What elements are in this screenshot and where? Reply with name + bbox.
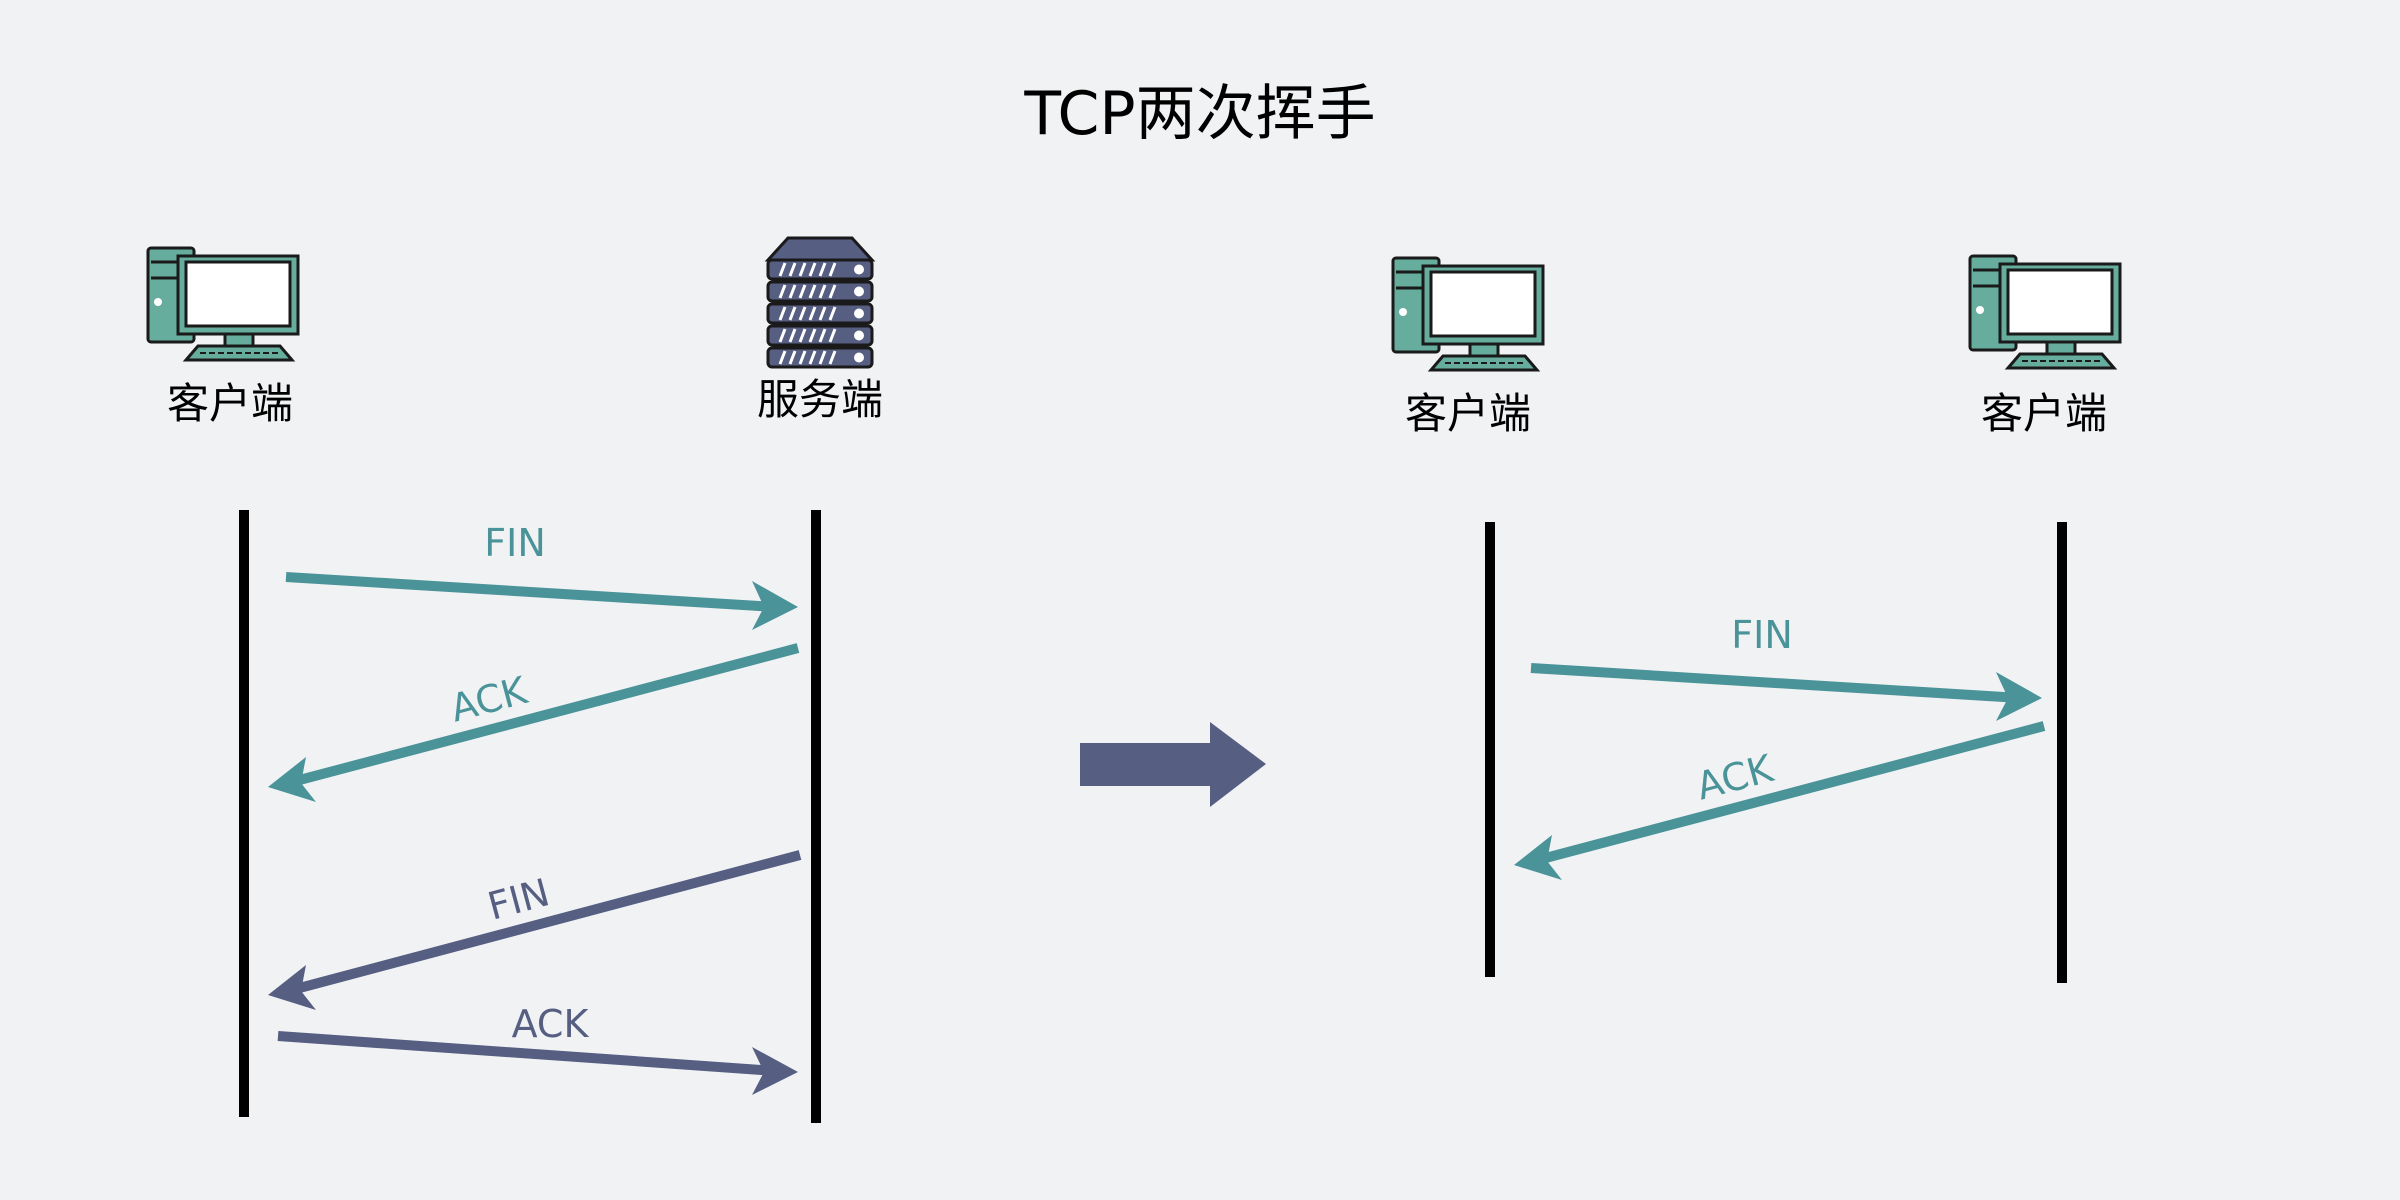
message-label-fin: FIN xyxy=(484,521,546,565)
message-arrow-ack xyxy=(268,643,800,802)
message-label-ack: ACK xyxy=(512,1002,590,1046)
message-arrow-fin xyxy=(285,572,798,630)
message-label-fin: FIN xyxy=(1731,613,1793,657)
client-label: 客户端 xyxy=(1405,389,1531,438)
server-rack-icon xyxy=(768,238,872,367)
client-label: 客户端 xyxy=(167,379,293,428)
left-panel: 客户端 服务端 FIN ACK FIN ACK xyxy=(146,238,883,1123)
block-arrow-right-icon xyxy=(1080,722,1266,807)
message-arrow-ack xyxy=(277,1031,798,1095)
page-title: TCP两次挥手 xyxy=(1023,79,1375,149)
message-arrow-fin xyxy=(1530,663,2042,721)
client-label: 客户端 xyxy=(1981,389,2107,438)
message-arrow-fin xyxy=(268,850,802,1010)
desktop-computer-icon xyxy=(146,246,300,362)
desktop-computer-icon xyxy=(1391,256,1545,372)
desktop-computer-icon xyxy=(1968,254,2122,370)
right-panel: 客户端 客户端 FIN ACK xyxy=(1391,254,2122,983)
server-label: 服务端 xyxy=(757,375,883,424)
message-arrow-ack xyxy=(1514,721,2046,880)
